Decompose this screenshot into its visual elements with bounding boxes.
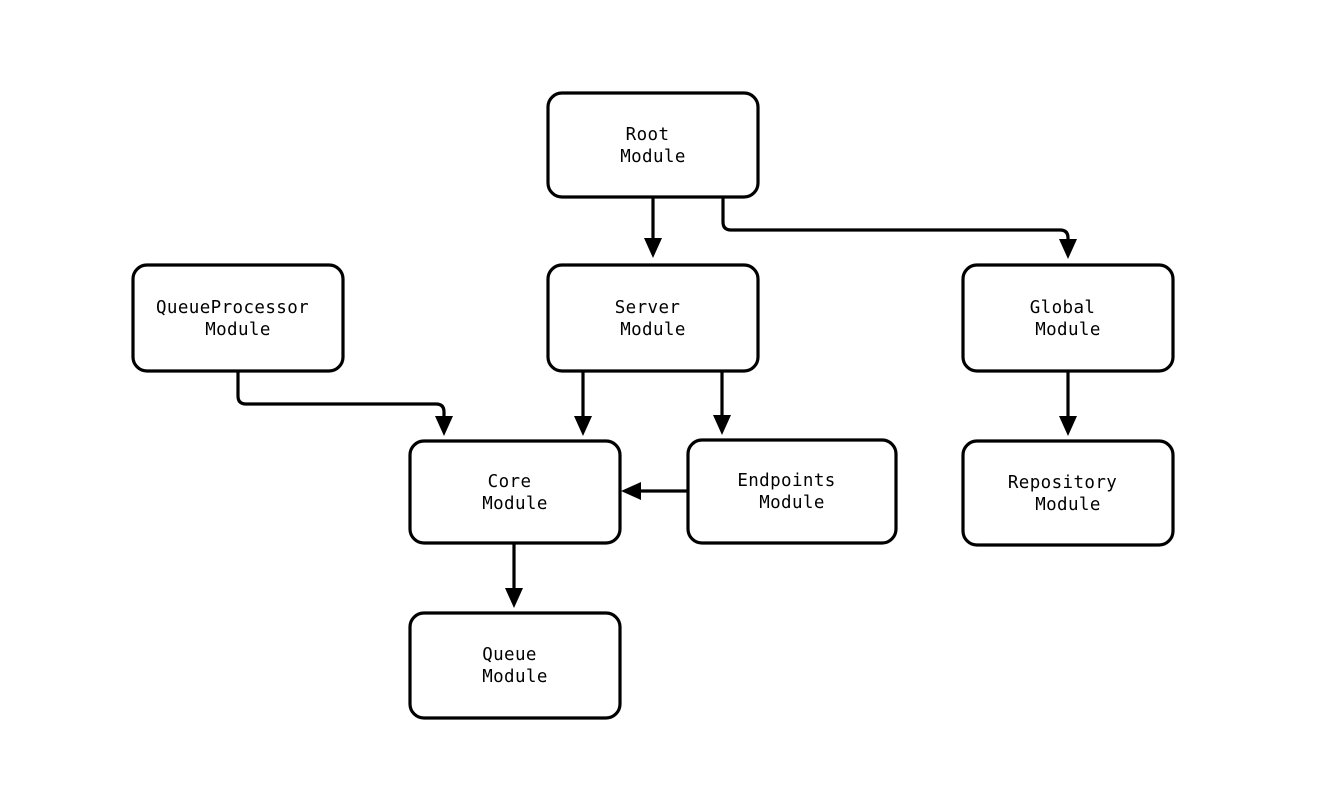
node-queueprocessor-module-label: QueueProcessor Module — [156, 298, 320, 340]
node-server-module-label: Server Module — [615, 298, 692, 340]
edge-core-queue — [505, 543, 523, 608]
node-endpoints-module-label: Endpoints Module — [737, 471, 846, 513]
edge-global-repository-arrowhead — [1059, 416, 1077, 436]
node-core-module-box[interactable] — [408, 439, 622, 545]
node-endpoints-module-line2: Module — [759, 493, 825, 513]
node-root-module-label: Root Module — [620, 125, 686, 167]
node-root-module-box[interactable] — [546, 91, 760, 199]
node-server-module-line2: Module — [620, 320, 686, 340]
node-core-module[interactable]: Core Module — [408, 439, 622, 545]
node-global-module-label: Global Module — [1030, 298, 1107, 340]
node-endpoints-module-box[interactable] — [686, 438, 898, 545]
edge-queueprocessor-core-line — [236, 371, 446, 418]
edge-queueprocessor-core — [236, 371, 453, 436]
node-queue-module-label: Queue Module — [482, 645, 548, 687]
node-core-module-line1: Core — [488, 472, 532, 492]
node-queueprocessor-module[interactable]: QueueProcessor Module — [131, 263, 345, 373]
edge-server-endpoints — [713, 371, 731, 435]
node-queueprocessor-module-box[interactable] — [131, 263, 345, 373]
node-repository-module-box[interactable] — [961, 439, 1175, 547]
node-repository-module-line1: Repository — [1008, 473, 1117, 493]
node-queue-module-line1: Queue — [482, 645, 537, 665]
node-repository-module-label: Repository Module — [1008, 473, 1128, 515]
edge-root-global-line — [721, 197, 1070, 243]
node-global-module-line2: Module — [1035, 320, 1101, 340]
edge-global-repository — [1059, 371, 1077, 436]
node-queueprocessor-module-line2: Module — [205, 320, 271, 340]
node-server-module-box[interactable] — [546, 263, 760, 373]
node-server-module-line1: Server — [615, 298, 681, 318]
node-repository-module-line2: Module — [1035, 495, 1101, 515]
node-repository-module[interactable]: Repository Module — [961, 439, 1175, 547]
node-root-module-line1: Root — [626, 125, 670, 145]
edge-root-global — [721, 197, 1077, 259]
node-core-module-line2: Module — [482, 494, 548, 514]
edge-root-global-arrowhead — [1059, 239, 1077, 259]
node-global-module[interactable]: Global Module — [961, 263, 1175, 373]
node-queueprocessor-module-line1: QueueProcessor — [156, 298, 309, 318]
edge-core-queue-arrowhead — [505, 588, 523, 608]
node-endpoints-module[interactable]: Endpoints Module — [686, 438, 898, 545]
edge-server-core-arrowhead — [574, 416, 592, 436]
edge-root-server — [644, 197, 662, 258]
node-endpoints-module-line1: Endpoints — [737, 471, 835, 491]
edge-server-core — [574, 371, 592, 436]
edge-endpoints-core-arrowhead — [621, 482, 641, 500]
node-global-module-box[interactable] — [961, 263, 1175, 373]
node-queue-module[interactable]: Queue Module — [408, 611, 622, 720]
node-root-module-line2: Module — [620, 147, 686, 167]
edge-root-server-arrowhead — [644, 238, 662, 258]
edge-server-endpoints-arrowhead — [713, 415, 731, 435]
node-server-module[interactable]: Server Module — [546, 263, 760, 373]
node-root-module[interactable]: Root Module — [546, 91, 760, 199]
node-global-module-line1: Global — [1030, 298, 1096, 318]
edge-queueprocessor-core-arrowhead — [435, 416, 453, 436]
node-queue-module-box[interactable] — [408, 611, 622, 720]
node-core-module-label: Core Module — [482, 472, 548, 514]
node-queue-module-line2: Module — [482, 667, 548, 687]
edge-endpoints-core — [621, 482, 688, 500]
